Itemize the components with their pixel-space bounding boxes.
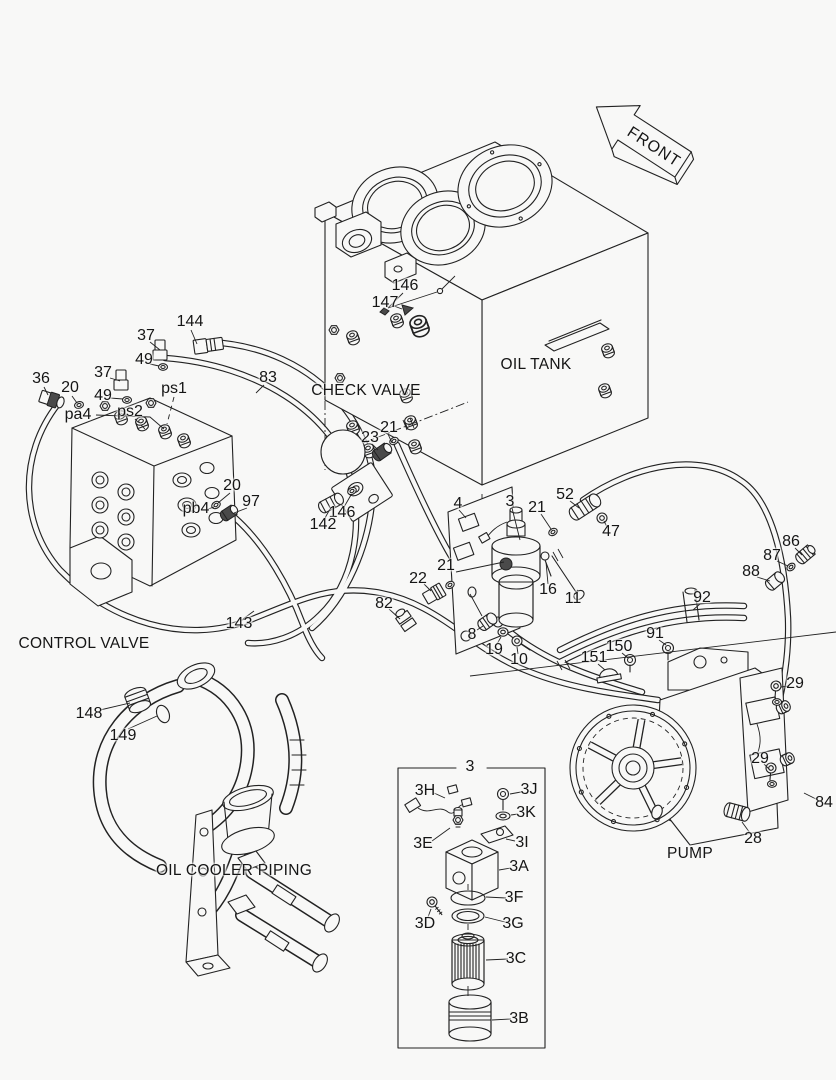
pump — [469, 544, 836, 846]
oil-tank — [314, 141, 649, 552]
control-valve — [38, 389, 239, 607]
filter-assembly — [395, 486, 608, 655]
oil-cooler-piping — [92, 662, 340, 977]
check-valve — [317, 401, 469, 522]
front-arrow: FRONT — [595, 105, 695, 186]
leader-lines — [43, 291, 819, 1021]
hose-end-fittings — [113, 336, 224, 404]
filter-inset-box — [397, 767, 546, 1049]
